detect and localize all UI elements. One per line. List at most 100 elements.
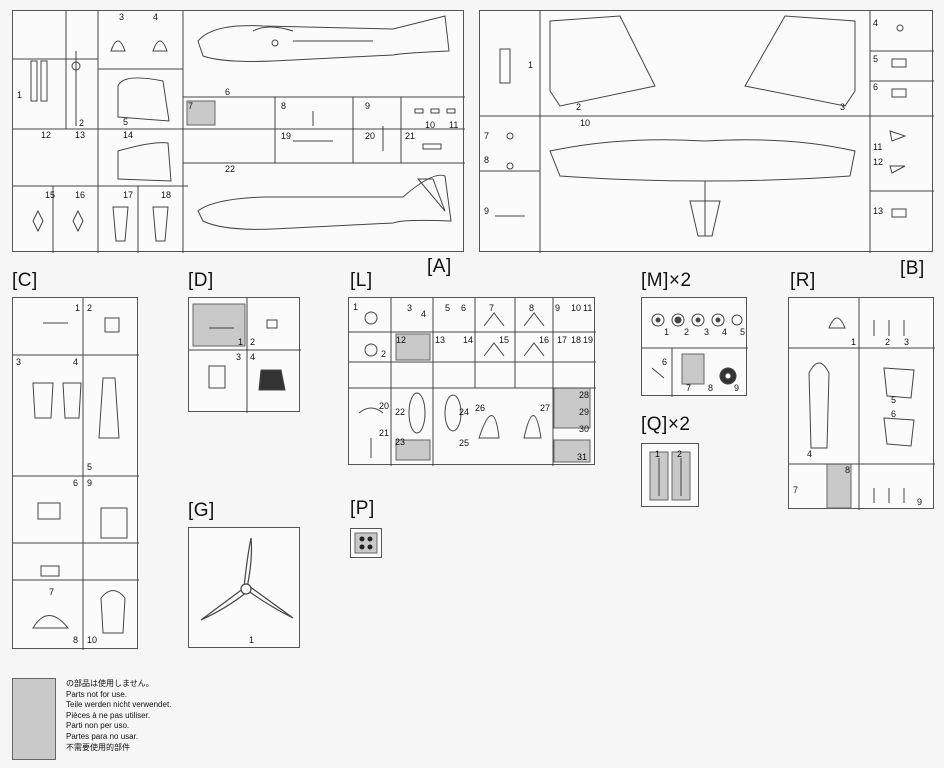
- sprue-d-frame: 1 2 3 4: [188, 297, 301, 413]
- sprue-a-part-22: 22: [225, 164, 236, 174]
- sprue-l-part-13: 13: [435, 335, 446, 345]
- sprue-d-drawing: [189, 298, 301, 413]
- sprue-a-part-4: 4: [153, 12, 159, 22]
- sprue-b-part-1: 1: [528, 60, 534, 70]
- sprue-q-drawing: [649, 451, 691, 501]
- sprue-l-part-29: 29: [579, 407, 590, 417]
- sprue-b-part-13: 13: [873, 206, 884, 216]
- sprue-l-part-10: 10: [571, 303, 582, 313]
- sprue-d-part-3: 3: [236, 352, 242, 362]
- sprue-r-part-6: 6: [891, 409, 897, 419]
- sprue-c-frame: 1 2 3 4 5 6 9 7 8 10: [12, 297, 139, 650]
- sprue-l-part-4: 4: [421, 309, 427, 319]
- sprue-a-part-5: 5: [123, 117, 129, 127]
- sprue-l-part-17: 17: [557, 335, 568, 345]
- sprue-l-part-9: 9: [555, 303, 561, 313]
- sprue-c-part-1: 1: [75, 303, 81, 313]
- sprue-p-drawing: [354, 532, 378, 554]
- sprue-b-drawing: [480, 11, 934, 253]
- sprue-m-part-7: 7: [686, 383, 692, 393]
- sprue-a-part-2: 2: [79, 118, 85, 128]
- sprue-c-part-5: 5: [87, 462, 93, 472]
- sprue-l-part-15: 15: [499, 335, 510, 345]
- sprue-a-part-11: 11: [449, 120, 459, 130]
- sprue-m-part-9: 9: [734, 383, 740, 393]
- sprue-l-part-5: 5: [445, 303, 451, 313]
- sprue-a-part-15: 15: [45, 190, 56, 200]
- sprue-m-part-4: 4: [722, 327, 728, 337]
- sprue-a-part-10: 10: [425, 120, 436, 130]
- sprue-m-part-5: 5: [740, 327, 746, 337]
- sprue-l-part-25: 25: [459, 438, 470, 448]
- sprue-c-part-3: 3: [16, 357, 22, 367]
- sprue-l-part-24: 24: [459, 407, 470, 417]
- sprue-m-part-3: 3: [704, 327, 710, 337]
- sprue-label-p: [P]: [350, 498, 375, 519]
- sprue-l-part-19: 19: [583, 335, 594, 345]
- sprue-r-part-9: 9: [917, 497, 923, 507]
- sprue-c-part-2: 2: [87, 303, 93, 313]
- sprue-r-drawing: [789, 298, 935, 510]
- sprue-a-part-9: 9: [365, 101, 371, 111]
- sprue-l-frame: 1 2 3 4 5 6 7 8 9 10 11 12 13 14 15 16 1…: [348, 297, 596, 466]
- sprue-l-part-21: 21: [379, 428, 390, 438]
- sprue-label-a: [A]: [427, 256, 452, 277]
- sprue-c-part-10: 10: [87, 635, 98, 645]
- sprue-a-part-8: 8: [281, 101, 287, 111]
- sprue-c-part-4: 4: [73, 357, 79, 367]
- sprue-l-part-18: 18: [571, 335, 582, 345]
- sprue-l-part-8: 8: [529, 303, 535, 313]
- sprue-g-frame: 1: [188, 527, 300, 648]
- sprue-l-part-20: 20: [379, 401, 390, 411]
- legend-line-chinese: 不需要使用的部件: [66, 742, 130, 752]
- sprue-m-part-8: 8: [708, 383, 714, 393]
- sprue-q-frame: 1 2: [641, 443, 699, 507]
- sprue-l-part-28: 28: [579, 390, 590, 400]
- sprue-a-part-20: 20: [365, 131, 376, 141]
- sprue-a-part-19: 19: [281, 131, 292, 141]
- sprue-a-part-6: 6: [225, 87, 231, 97]
- sprue-b-part-8: 8: [484, 155, 490, 165]
- sprue-l-part-12: 12: [396, 335, 407, 345]
- sprue-label-l: [L]: [350, 270, 373, 291]
- sprue-b-part-3: 3: [840, 102, 846, 112]
- sprue-l-part-7: 7: [489, 303, 495, 313]
- sprue-a-part-14: 14: [123, 130, 134, 140]
- legend-line-german: Teile werden nicht verwendet.: [66, 700, 172, 710]
- sprue-a-part-12: 12: [41, 130, 52, 140]
- sprue-label-b: [B]: [900, 258, 925, 279]
- sprue-q-part-2: 2: [677, 449, 683, 459]
- sprue-m-part-1: 1: [664, 327, 670, 337]
- sprue-b-part-12: 12: [873, 157, 884, 167]
- sprue-b-part-7: 7: [484, 131, 490, 141]
- sprue-p-frame: [350, 528, 382, 558]
- sprue-label-m: [M]×2: [641, 270, 692, 291]
- sprue-b-part-6: 6: [873, 82, 879, 92]
- sprue-l-part-14: 14: [463, 335, 474, 345]
- sprue-a-drawing: [13, 11, 465, 253]
- legend-line-english: Parts not for use.: [66, 689, 127, 699]
- sprue-c-drawing: [13, 298, 139, 650]
- sprue-l-part-27: 27: [540, 403, 551, 413]
- sprue-b-part-5: 5: [873, 54, 879, 64]
- sprue-d-part-1: 1: [238, 337, 244, 347]
- sprue-label-q: [Q]×2: [641, 414, 691, 435]
- sprue-r-part-3: 3: [904, 337, 910, 347]
- sprue-r-part-8: 8: [845, 465, 851, 475]
- sprue-a-frame: 1 2 3 4 5 6 7 8 9 10 11 12 13 14 15 16 1…: [12, 10, 465, 253]
- sprue-r-part-4: 4: [807, 449, 813, 459]
- sprue-a-part-3: 3: [119, 12, 125, 22]
- sprue-l-part-16: 16: [539, 335, 550, 345]
- sprue-l-part-3: 3: [407, 303, 413, 313]
- sprue-l-part-11: 11: [583, 303, 593, 313]
- sprue-c-part-7: 7: [49, 587, 55, 597]
- sprue-m-part-6: 6: [662, 357, 668, 367]
- sprue-r-frame: 1 2 3 4 5 6 7 8 9: [788, 297, 935, 510]
- sprue-a-part-21: 21: [405, 131, 416, 141]
- sprue-l-part-22: 22: [395, 407, 406, 417]
- legend-line-italian: Parti non per uso.: [66, 721, 130, 731]
- sprue-c-part-9: 9: [87, 478, 93, 488]
- sprue-r-part-7: 7: [793, 485, 799, 495]
- sprue-m-drawing: [642, 313, 748, 397]
- sprue-a-part-7: 7: [188, 101, 194, 111]
